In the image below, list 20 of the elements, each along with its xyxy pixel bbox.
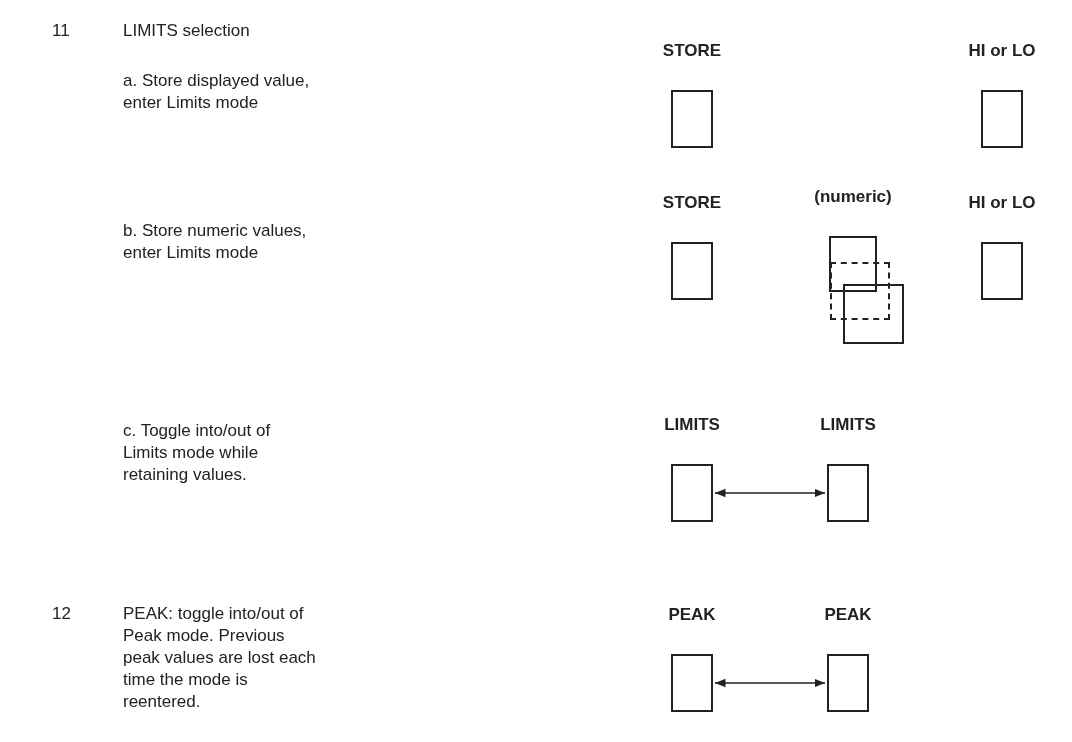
double-arrow [714, 678, 826, 688]
key-label: LIMITS [820, 414, 876, 436]
key-label: HI or LO [968, 192, 1036, 214]
key-label: (numeric) [814, 186, 892, 208]
instruction-text: c. Toggle into/out of Limits mode while retaining values. [123, 420, 272, 486]
instruction-text: PEAK: toggle into/out of Peak mode. Previous peak values are lost each time the mode is reentered. [123, 603, 317, 713]
instruction-text: b. Store numeric values, enter Limits mode [123, 220, 308, 264]
item-number: 11 [52, 20, 71, 42]
double-arrow [714, 488, 826, 498]
instruction-text: a. Store displayed value, enter Limits mode [123, 70, 311, 114]
key-label: STORE [662, 40, 722, 62]
key-label: LIMITS [664, 414, 720, 436]
key-label: PEAK [668, 604, 716, 626]
key-box [843, 284, 904, 344]
key-box [830, 262, 890, 320]
key-label: HI or LO [968, 40, 1036, 62]
key-label: PEAK [824, 604, 872, 626]
section-heading: LIMITS selection [123, 20, 251, 42]
item-number: 12 [52, 603, 72, 625]
key-label: STORE [662, 192, 722, 214]
